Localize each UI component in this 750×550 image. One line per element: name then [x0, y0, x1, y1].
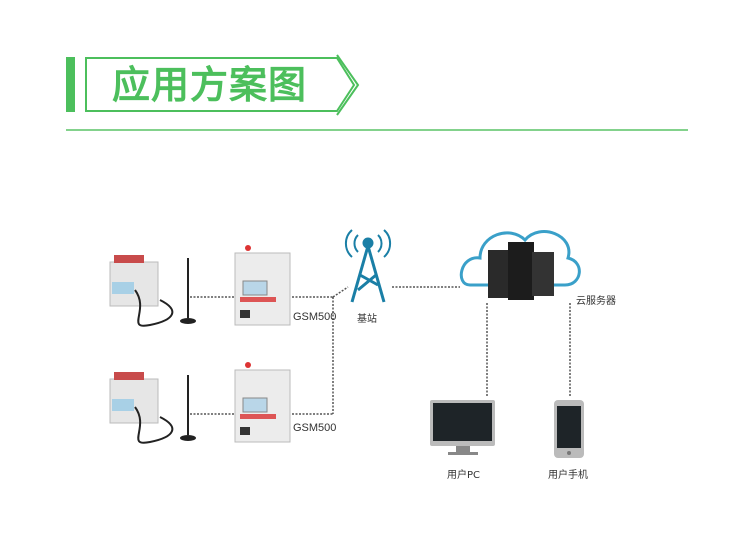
- gsm-module-1-label: GSM500: [293, 311, 337, 323]
- gsm-module-1: [234, 245, 291, 326]
- base-station-label: 基站: [357, 314, 377, 325]
- user-pc-icon: [430, 400, 495, 455]
- cloud-server-icon: [459, 230, 581, 300]
- antenna-2: [180, 375, 196, 441]
- cloud-server-label: 云服务器: [576, 296, 616, 307]
- user-phone-label: 用户手机: [548, 470, 588, 481]
- antenna-1: [180, 258, 196, 324]
- title-frame: [85, 57, 356, 112]
- user-phone-icon: [554, 400, 584, 458]
- title-accent-bar: [66, 57, 75, 112]
- title-chevron: [336, 54, 360, 116]
- page-title: 应用方案图: [112, 63, 308, 107]
- gsm-module-2-label: GSM500: [293, 422, 337, 434]
- energy-meter-2: [109, 372, 174, 444]
- gsm-module-2: [234, 362, 291, 443]
- user-pc-label: 用户PC: [447, 470, 481, 481]
- energy-meter-1: [109, 255, 174, 327]
- connection-lines: [190, 286, 571, 415]
- base-station-tower-icon: [344, 229, 392, 303]
